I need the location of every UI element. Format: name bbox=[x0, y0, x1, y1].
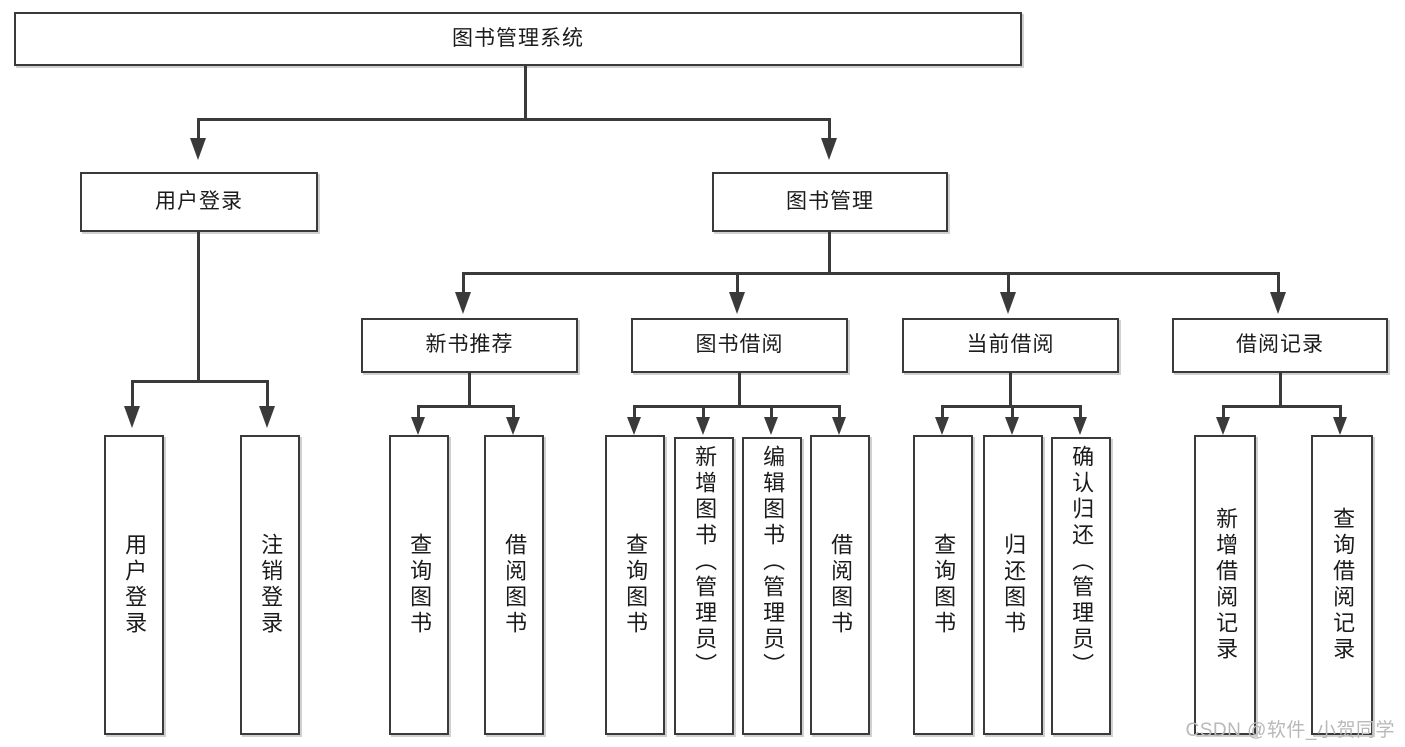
arrowhead-current-borrow-leaf-3 bbox=[1073, 417, 1087, 435]
leaf-query-book-1-label: 查询图书 bbox=[407, 533, 433, 637]
leaf-query-book-2[interactable]: 查询图书 bbox=[605, 435, 665, 735]
leaf-query-record-label: 查询借阅记录 bbox=[1330, 507, 1356, 663]
connector-bm-to-borrow-record bbox=[1277, 272, 1280, 292]
leaf-return-book-label: 归还图书 bbox=[1001, 533, 1027, 637]
connector-bm-to-book-borrow bbox=[736, 272, 739, 292]
connector-root-stem bbox=[524, 66, 527, 119]
leaf-confirm-return-label: 确认归还（管理员） bbox=[1069, 445, 1095, 679]
arrowhead-book-borrow-leaf-2 bbox=[696, 417, 710, 435]
connector-borrow-record-leaf-1 bbox=[1222, 405, 1225, 417]
node-current-borrow[interactable]: 当前借阅 bbox=[902, 318, 1119, 373]
arrowhead-borrow-record-leaf-1 bbox=[1216, 417, 1230, 435]
connector-current-borrow-leaf-3 bbox=[1079, 405, 1082, 417]
node-borrow-record[interactable]: 借阅记录 bbox=[1172, 318, 1388, 373]
node-book-borrow-label: 图书借阅 bbox=[695, 333, 784, 357]
connector-current-borrow-stem bbox=[1009, 373, 1012, 407]
connector-book-borrow-leaf-4 bbox=[838, 405, 841, 417]
connector-new-book-bus bbox=[417, 405, 515, 408]
connector-book-borrow-leaf-2 bbox=[702, 405, 705, 417]
connector-book-management-stem bbox=[828, 232, 831, 274]
csdn-watermark: CSDN @软件_小贺同学 bbox=[1185, 720, 1395, 741]
connector-book-borrow-bus bbox=[633, 405, 840, 408]
connector-current-borrow-leaf-2 bbox=[1011, 405, 1014, 417]
node-borrow-record-label: 借阅记录 bbox=[1236, 333, 1324, 357]
node-current-borrow-label: 当前借阅 bbox=[966, 333, 1055, 357]
arrowhead-book-borrow-leaf-3 bbox=[764, 417, 778, 435]
connector-book-borrow-stem bbox=[738, 373, 741, 407]
leaf-user-login-label: 用户登录 bbox=[122, 533, 148, 637]
connector-book-borrow-leaf-1 bbox=[633, 405, 636, 417]
arrowhead-root-to-book-management bbox=[821, 138, 837, 160]
arrowhead-book-borrow-leaf-1 bbox=[627, 417, 641, 435]
leaf-borrow-book-1[interactable]: 借阅图书 bbox=[484, 435, 544, 735]
arrowhead-root-to-user-login bbox=[190, 138, 206, 160]
leaf-edit-book-label: 编辑图书（管理员） bbox=[760, 445, 786, 679]
connector-borrow-record-stem bbox=[1279, 373, 1282, 407]
node-user-login-label: 用户登录 bbox=[155, 189, 243, 213]
arrowhead-user-login-leaf-2 bbox=[259, 406, 275, 428]
node-root-label: 图书管理系统 bbox=[452, 26, 584, 50]
connector-root-to-book-management bbox=[828, 118, 831, 140]
leaf-add-record[interactable]: 新增借阅记录 bbox=[1194, 435, 1256, 735]
leaf-borrow-book-2-label: 借阅图书 bbox=[828, 533, 854, 637]
connector-user-login-stem bbox=[197, 232, 200, 382]
node-book-management-label: 图书管理 bbox=[786, 189, 874, 213]
connector-new-book-stem bbox=[468, 373, 471, 407]
leaf-add-record-label: 新增借阅记录 bbox=[1213, 507, 1239, 663]
leaf-confirm-return[interactable]: 确认归还（管理员） bbox=[1051, 437, 1111, 735]
leaf-user-login[interactable]: 用户登录 bbox=[104, 435, 164, 735]
connector-current-borrow-leaf-1 bbox=[941, 405, 944, 417]
connector-bm-to-current-borrow bbox=[1007, 272, 1010, 292]
leaf-query-record[interactable]: 查询借阅记录 bbox=[1311, 435, 1373, 735]
arrowhead-user-login-leaf-1 bbox=[124, 406, 140, 428]
node-book-management[interactable]: 图书管理 bbox=[712, 172, 948, 232]
connector-root-to-user-login bbox=[197, 118, 200, 140]
arrowhead-current-borrow-leaf-2 bbox=[1005, 417, 1019, 435]
leaf-query-book-3-label: 查询图书 bbox=[931, 533, 957, 637]
node-new-book-recommend[interactable]: 新书推荐 bbox=[361, 318, 578, 373]
leaf-add-book[interactable]: 新增图书（管理员） bbox=[674, 437, 734, 735]
arrowhead-bm-to-book-borrow bbox=[729, 292, 745, 314]
node-book-borrow[interactable]: 图书借阅 bbox=[631, 318, 848, 373]
leaf-return-book[interactable]: 归还图书 bbox=[983, 435, 1043, 735]
node-root[interactable]: 图书管理系统 bbox=[14, 12, 1022, 66]
arrowhead-bm-to-new-book bbox=[455, 292, 471, 314]
leaf-edit-book[interactable]: 编辑图书（管理员） bbox=[742, 437, 802, 735]
node-user-login[interactable]: 用户登录 bbox=[80, 172, 318, 232]
connector-user-login-to-leaf-2 bbox=[266, 380, 269, 406]
arrowhead-new-book-leaf-1 bbox=[411, 417, 425, 435]
leaf-query-book-1[interactable]: 查询图书 bbox=[389, 435, 449, 735]
leaf-logout-login-label: 注销登录 bbox=[258, 533, 284, 637]
arrowhead-book-borrow-leaf-4 bbox=[832, 417, 846, 435]
arrowhead-new-book-leaf-2 bbox=[506, 417, 520, 435]
leaf-borrow-book-1-label: 借阅图书 bbox=[502, 533, 528, 637]
connector-bm-to-new-book bbox=[462, 272, 465, 292]
connector-borrow-record-leaf-2 bbox=[1339, 405, 1342, 417]
node-new-book-recommend-label: 新书推荐 bbox=[425, 333, 514, 357]
connector-user-login-to-leaf-1 bbox=[131, 380, 134, 406]
connector-book-borrow-leaf-3 bbox=[770, 405, 773, 417]
leaf-add-book-label: 新增图书（管理员） bbox=[692, 445, 718, 679]
leaf-query-book-3[interactable]: 查询图书 bbox=[913, 435, 973, 735]
connector-user-login-bus bbox=[131, 380, 268, 383]
arrowhead-borrow-record-leaf-2 bbox=[1333, 417, 1347, 435]
connector-new-book-leaf-1 bbox=[417, 405, 420, 417]
arrowhead-current-borrow-leaf-1 bbox=[935, 417, 949, 435]
leaf-query-book-2-label: 查询图书 bbox=[623, 533, 649, 637]
connector-root-bus bbox=[197, 118, 831, 121]
leaf-logout-login[interactable]: 注销登录 bbox=[240, 435, 300, 735]
leaf-borrow-book-2[interactable]: 借阅图书 bbox=[810, 435, 870, 735]
arrowhead-bm-to-borrow-record bbox=[1270, 292, 1286, 314]
connector-new-book-leaf-2 bbox=[512, 405, 515, 417]
connector-book-management-bus bbox=[462, 272, 1280, 275]
arrowhead-bm-to-current-borrow bbox=[1000, 292, 1016, 314]
connector-borrow-record-bus bbox=[1222, 405, 1342, 408]
